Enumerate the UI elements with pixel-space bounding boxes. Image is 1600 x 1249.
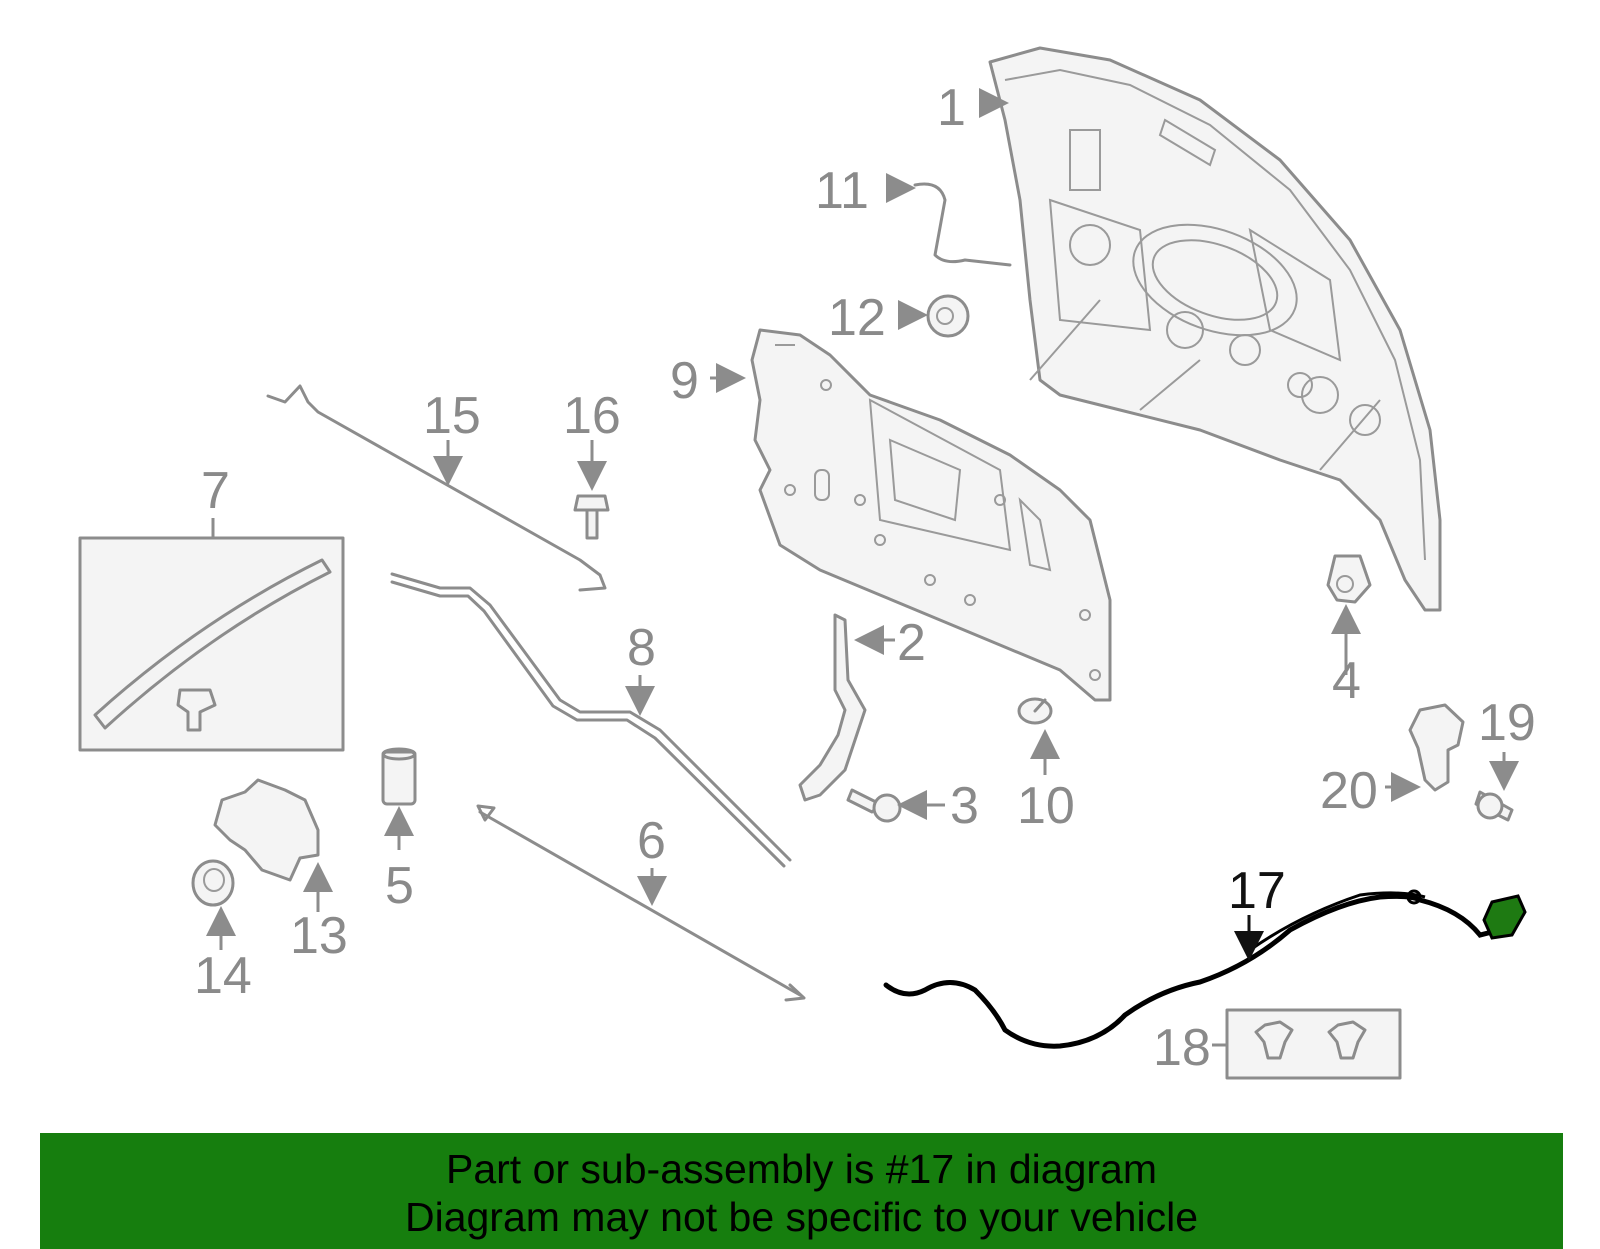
callout-15: 15 xyxy=(423,387,481,445)
grommet-14 xyxy=(191,859,235,907)
callout-4: 4 xyxy=(1332,652,1361,710)
hood-latch xyxy=(213,778,320,882)
parts-diagram: 1 2 3 4 5 6 7 8 9 10 11 12 13 14 15 16 1… xyxy=(78,46,1536,1080)
callout-8: 8 xyxy=(627,619,656,677)
bolt-3 xyxy=(846,788,902,823)
banner-line-2: Diagram may not be specific to your vehi… xyxy=(404,1194,1198,1240)
callout-13: 13 xyxy=(290,907,348,965)
callout-3: 3 xyxy=(950,777,979,835)
callout-2: 2 xyxy=(897,614,926,672)
callout-5: 5 xyxy=(385,857,414,915)
bumper-4 xyxy=(1326,554,1372,604)
hood-release-cable xyxy=(883,889,1527,1049)
banner-line-1: Part or sub-assembly is #17 in diagram xyxy=(446,1146,1157,1192)
grommet-12 xyxy=(926,294,970,338)
rod-15 xyxy=(266,384,607,592)
callout-11: 11 xyxy=(815,162,869,220)
clip-kit-box xyxy=(1225,1008,1402,1080)
push-pin-10 xyxy=(1017,697,1053,725)
hood-insulator xyxy=(750,328,1112,702)
hood-prop-rod xyxy=(913,182,1012,267)
hinge-bracket xyxy=(798,613,867,802)
callout-20: 20 xyxy=(1320,762,1378,820)
bumper-5 xyxy=(381,747,417,806)
leader-lines xyxy=(206,88,1519,1047)
washer-hose xyxy=(390,572,792,868)
bolt-16 xyxy=(573,494,610,540)
bolt-19 xyxy=(1474,790,1514,822)
callout-18: 18 xyxy=(1153,1019,1211,1077)
part-info-banner: Part or sub-assembly is #17 in diagram D… xyxy=(40,1133,1563,1249)
callout-7: 7 xyxy=(201,462,230,520)
bumper-20 xyxy=(1408,703,1465,792)
callout-1: 1 xyxy=(937,79,966,137)
callout-9: 9 xyxy=(670,352,699,410)
callout-17: 17 xyxy=(1228,862,1286,920)
hood-panel xyxy=(988,46,1442,612)
weatherstrip-kit-box xyxy=(78,536,345,752)
callout-19: 19 xyxy=(1478,694,1536,752)
callout-16: 16 xyxy=(563,387,621,445)
callout-12: 12 xyxy=(828,289,886,347)
callout-14: 14 xyxy=(194,947,252,1005)
callout-6: 6 xyxy=(637,812,666,870)
callout-10: 10 xyxy=(1017,777,1075,835)
